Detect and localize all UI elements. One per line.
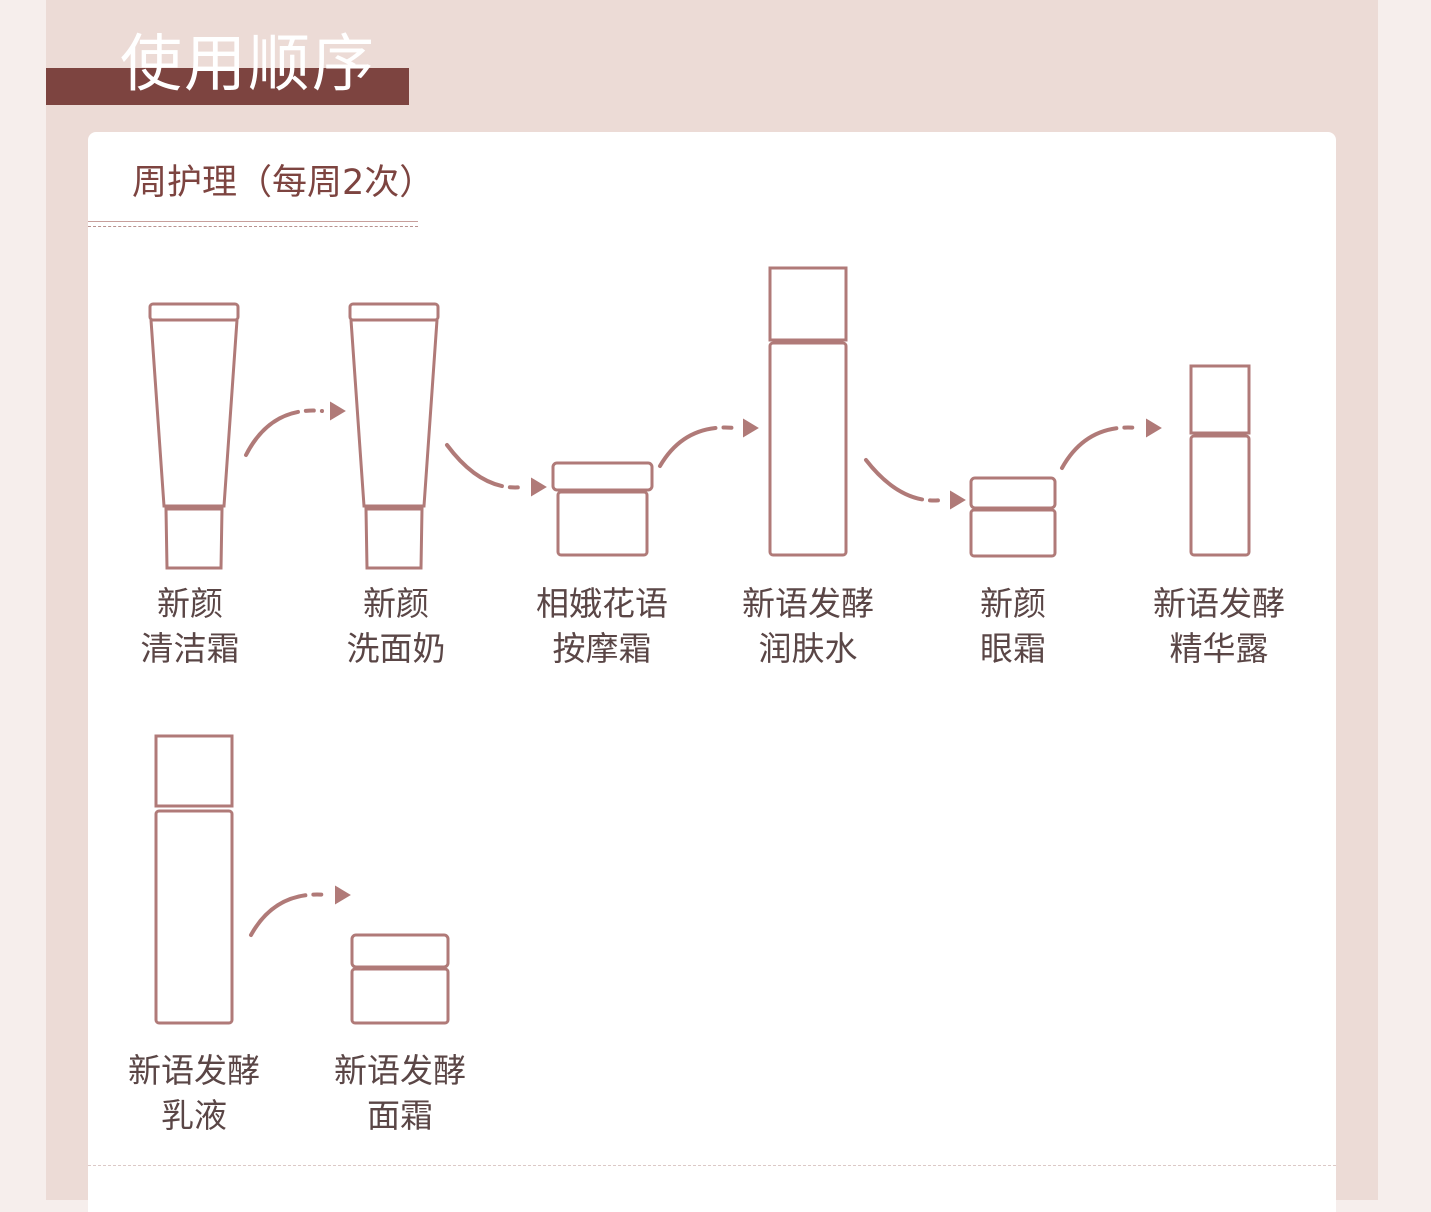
product-name: 洗面奶 [346,629,446,668]
product-name: 新颜 [363,584,429,623]
product-name: 润肤水 [758,629,858,668]
arrow-icon [864,458,966,510]
title-bar [46,68,409,105]
product-name: 眼霜 [980,629,1046,668]
bottle-icon [154,734,234,1025]
product-name: 新颜 [157,584,223,623]
product-label: 新语发酵精华露 [1119,581,1319,671]
arrow-icon [244,401,346,457]
product-name: 相娥花语 [536,584,668,623]
product-name: 新语发酵 [1153,584,1285,623]
product-label: 新语发酵面霜 [300,1048,500,1138]
divider [88,221,418,222]
face-cream-jar-icon [350,933,450,1025]
tube-icon [148,302,240,570]
product-name: 按摩霜 [552,629,652,668]
product-name: 精华露 [1169,629,1269,668]
product-label: 新语发酵乳液 [94,1048,294,1138]
section-title: 周护理（每周2次） [132,163,435,203]
product-label: 新颜洗面奶 [296,581,496,671]
product-label: 相娥花语按摩霜 [502,581,702,671]
divider-dashed [88,226,418,227]
content-card [88,132,1336,1212]
eye-cream-jar-icon [969,476,1057,558]
product-name: 新颜 [980,584,1046,623]
product-label: 新颜清洁霜 [90,581,290,671]
product-name: 乳液 [161,1096,227,1135]
product-name: 新语发酵 [334,1051,466,1090]
product-name: 清洁霜 [140,629,240,668]
tube-icon [348,302,440,570]
arrow-icon [249,885,351,937]
arrow-icon [1060,418,1162,470]
arrow-icon [658,418,759,468]
product-label: 新语发酵润肤水 [708,581,908,671]
product-name: 新语发酵 [128,1051,260,1090]
product-name: 新语发酵 [742,584,874,623]
bottle-icon [768,266,848,557]
page-title: 使用顺序 [120,27,377,100]
arrow-icon [445,443,547,497]
product-label: 新颜眼霜 [913,581,1113,671]
bottle-icon [1189,364,1251,557]
divider-bottom [88,1165,1336,1166]
product-name: 面霜 [367,1096,433,1135]
massage-jar-icon [551,461,654,557]
